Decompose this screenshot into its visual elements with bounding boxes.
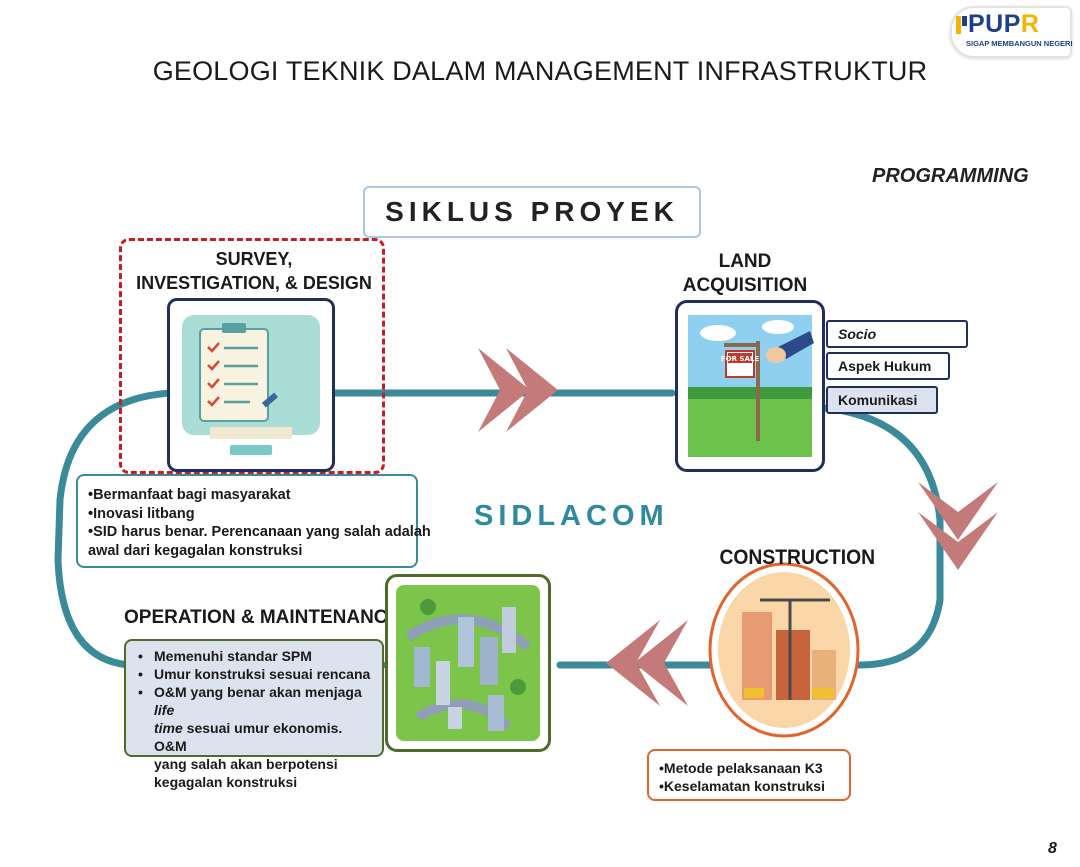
cycle-title: SIKLUS PROYEK [363, 186, 701, 238]
logo-wordmark: PUPR [968, 10, 1040, 38]
pupr-logo: PUPR SIGAP MEMBANGUN NEGERI [950, 6, 1073, 58]
construction-illustration [708, 562, 860, 738]
pupr-emblem-icon [956, 16, 967, 34]
construction-note-2: •Keselamatan konstruksi [659, 778, 825, 794]
land-card: FOR SALE [675, 300, 825, 472]
survey-note-1: •Bermanfaat bagi masyarakat [88, 487, 291, 503]
land-title-line2: ACQUISITION [682, 275, 808, 296]
survey-highlight-frame [119, 238, 385, 474]
om-stage-title: OPERATION & MAINTENANCE [124, 607, 401, 628]
clipboard-icon [182, 315, 320, 455]
survey-note-3: •SID harus benar. Perencanaan yang salah… [88, 524, 431, 540]
construction-stage-title: CONSTRUCTION [719, 546, 876, 569]
tag-komunikasi: Komunikasi [826, 386, 938, 414]
survey-note-2: •Inovasi litbang [88, 505, 195, 522]
logo-tagline: SIGAP MEMBANGUN NEGERI [966, 39, 1073, 48]
tag-aspek-hukum: Aspek Hukum [826, 352, 950, 380]
page-number: 8 [1048, 840, 1057, 857]
sign-label: FOR SALE [721, 355, 759, 363]
survey-title-line2: INVESTIGATION, & DESIGN [136, 273, 372, 293]
survey-notes: •Bermanfaat bagi masyarakat •Inovasi lit… [76, 474, 431, 568]
survey-stage-title: SURVEY, INVESTIGATION, & DESIGN [124, 247, 384, 295]
land-stage-title: LAND ACQUISITION [670, 250, 820, 298]
survey-card [167, 298, 335, 472]
slide-title: GEOLOGI TEKNIK DALAM MANAGEMENT INFRASTR… [152, 56, 928, 86]
cycle-track [54, 389, 944, 669]
arrow-down [918, 482, 998, 570]
land-title-line1: LAND [718, 251, 772, 272]
om-note-1: Memenuhi standar SPM [138, 647, 374, 665]
programming-label: PROGRAMMING [872, 165, 1029, 187]
arrow-left [606, 620, 688, 706]
city-icon [396, 585, 540, 741]
survey-note-3-cont: awal dari kegagalan konstruksi [88, 542, 303, 559]
construction-notes: •Metode pelaksanaan K3 •Keselamatan kons… [647, 749, 851, 801]
tag-socio-engineering: Socio engineering [826, 320, 968, 366]
for-sale-sign-icon: FOR SALE [688, 315, 814, 457]
om-note-2: Umur konstruksi sesuai rencana [138, 665, 374, 683]
arrow-right [478, 348, 558, 432]
om-notes: Memenuhi standar SPM Umur konstruksi ses… [124, 639, 384, 790]
om-card [385, 574, 551, 752]
survey-title-line1: SURVEY, [215, 249, 293, 269]
construction-note-1: •Metode pelaksanaan K3 [659, 760, 823, 776]
center-label: SIDLACOM [474, 500, 669, 532]
